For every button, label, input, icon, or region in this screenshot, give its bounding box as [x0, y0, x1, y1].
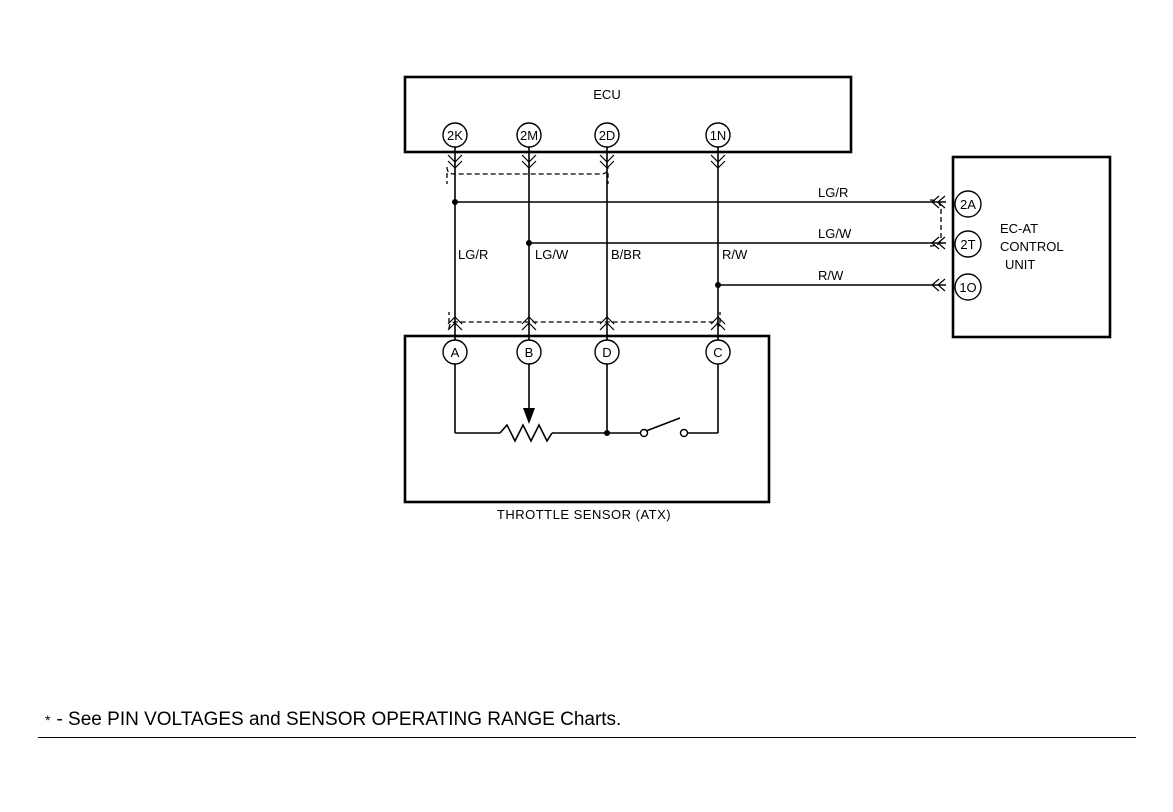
control-unit-title-line-1: EC-AT	[1000, 221, 1038, 236]
cu-pin-2t-label: 2T	[960, 237, 975, 252]
sensor-pins: A B D C	[442, 339, 731, 365]
ecu-box	[403, 75, 853, 154]
ecu-pin-2d-label: 2D	[599, 128, 616, 143]
wire-label-bbr-vertical: B/BR	[611, 247, 641, 262]
harness-shield	[446, 166, 942, 330]
cu-pin-2a-label: 2A	[960, 197, 976, 212]
ecu-pin-2m-label: 2M	[520, 128, 538, 143]
control-unit-title-line-3: UNIT	[1005, 257, 1035, 272]
control-unit-pins: 2A 2T 1O	[954, 190, 982, 301]
wire-label-lgw-horizontal: LG/W	[818, 226, 852, 241]
ecu-pin-1n	[705, 122, 731, 148]
switch-contact	[679, 428, 689, 438]
cu-pin-2t	[954, 230, 982, 258]
footnote-divider	[38, 737, 1136, 738]
wire-label-rw-horizontal: R/W	[818, 268, 844, 283]
cu-pin-1o	[954, 273, 982, 301]
sensor-pin-d-label: D	[602, 345, 611, 360]
ecu-connector-chevrons	[447, 154, 726, 169]
junction-dot	[526, 240, 532, 246]
control-unit-title-line-2: CONTROL	[1000, 239, 1064, 254]
throttle-sensor-caption: THROTTLE SENSOR (ATX)	[497, 507, 671, 522]
wiper-arrow-icon	[523, 408, 535, 424]
horizontal-wires	[452, 199, 946, 288]
idle-switch-blade	[645, 417, 681, 432]
junction-dot	[452, 199, 458, 205]
throttle-sensor-box	[403, 334, 771, 504]
sensor-pin-a-label: A	[451, 345, 460, 360]
footnote: * - See PIN VOLTAGES and SENSOR OPERATING…	[45, 709, 621, 731]
sensor-pin-b-label: B	[525, 345, 534, 360]
sensor-pin-c-label: C	[713, 345, 722, 360]
cu-pin-2a	[954, 190, 982, 218]
sensor-connector-chevrons	[447, 316, 726, 331]
cu-pin-1o-label: 1O	[959, 280, 976, 295]
junction-dot	[715, 282, 721, 288]
ecu-pin-2d	[594, 122, 620, 148]
asterisk-symbol: *	[45, 712, 51, 728]
vertical-wires	[454, 147, 719, 343]
switch-contact	[639, 428, 649, 438]
control-unit-connector-chevrons	[931, 195, 946, 292]
sensor-internal-circuit	[454, 364, 719, 443]
potentiometer-resistor	[499, 423, 553, 443]
ecu-pin-1n-label: 1N	[710, 128, 727, 143]
wire-label-lgr-vertical: LG/R	[458, 247, 488, 262]
ecu-title: ECU	[593, 87, 620, 102]
vertical-wire-labels: LG/R LG/W B/BR R/W	[458, 247, 748, 262]
ecu-pin-2k-label: 2K	[447, 128, 463, 143]
ecu-pin-2k	[442, 122, 468, 148]
horizontal-wire-labels: LG/R LG/W R/W	[818, 185, 852, 283]
control-unit-box	[951, 155, 1112, 339]
wire-label-lgr-horizontal: LG/R	[818, 185, 848, 200]
wire-label-rw-vertical: R/W	[722, 247, 748, 262]
wire-label-lgw-vertical: LG/W	[535, 247, 569, 262]
ecu-pins: 2K 2M 2D 1N	[442, 122, 731, 148]
ecu-pin-2m	[516, 122, 542, 148]
footnote-text: - See PIN VOLTAGES and SENSOR OPERATING …	[56, 709, 622, 730]
